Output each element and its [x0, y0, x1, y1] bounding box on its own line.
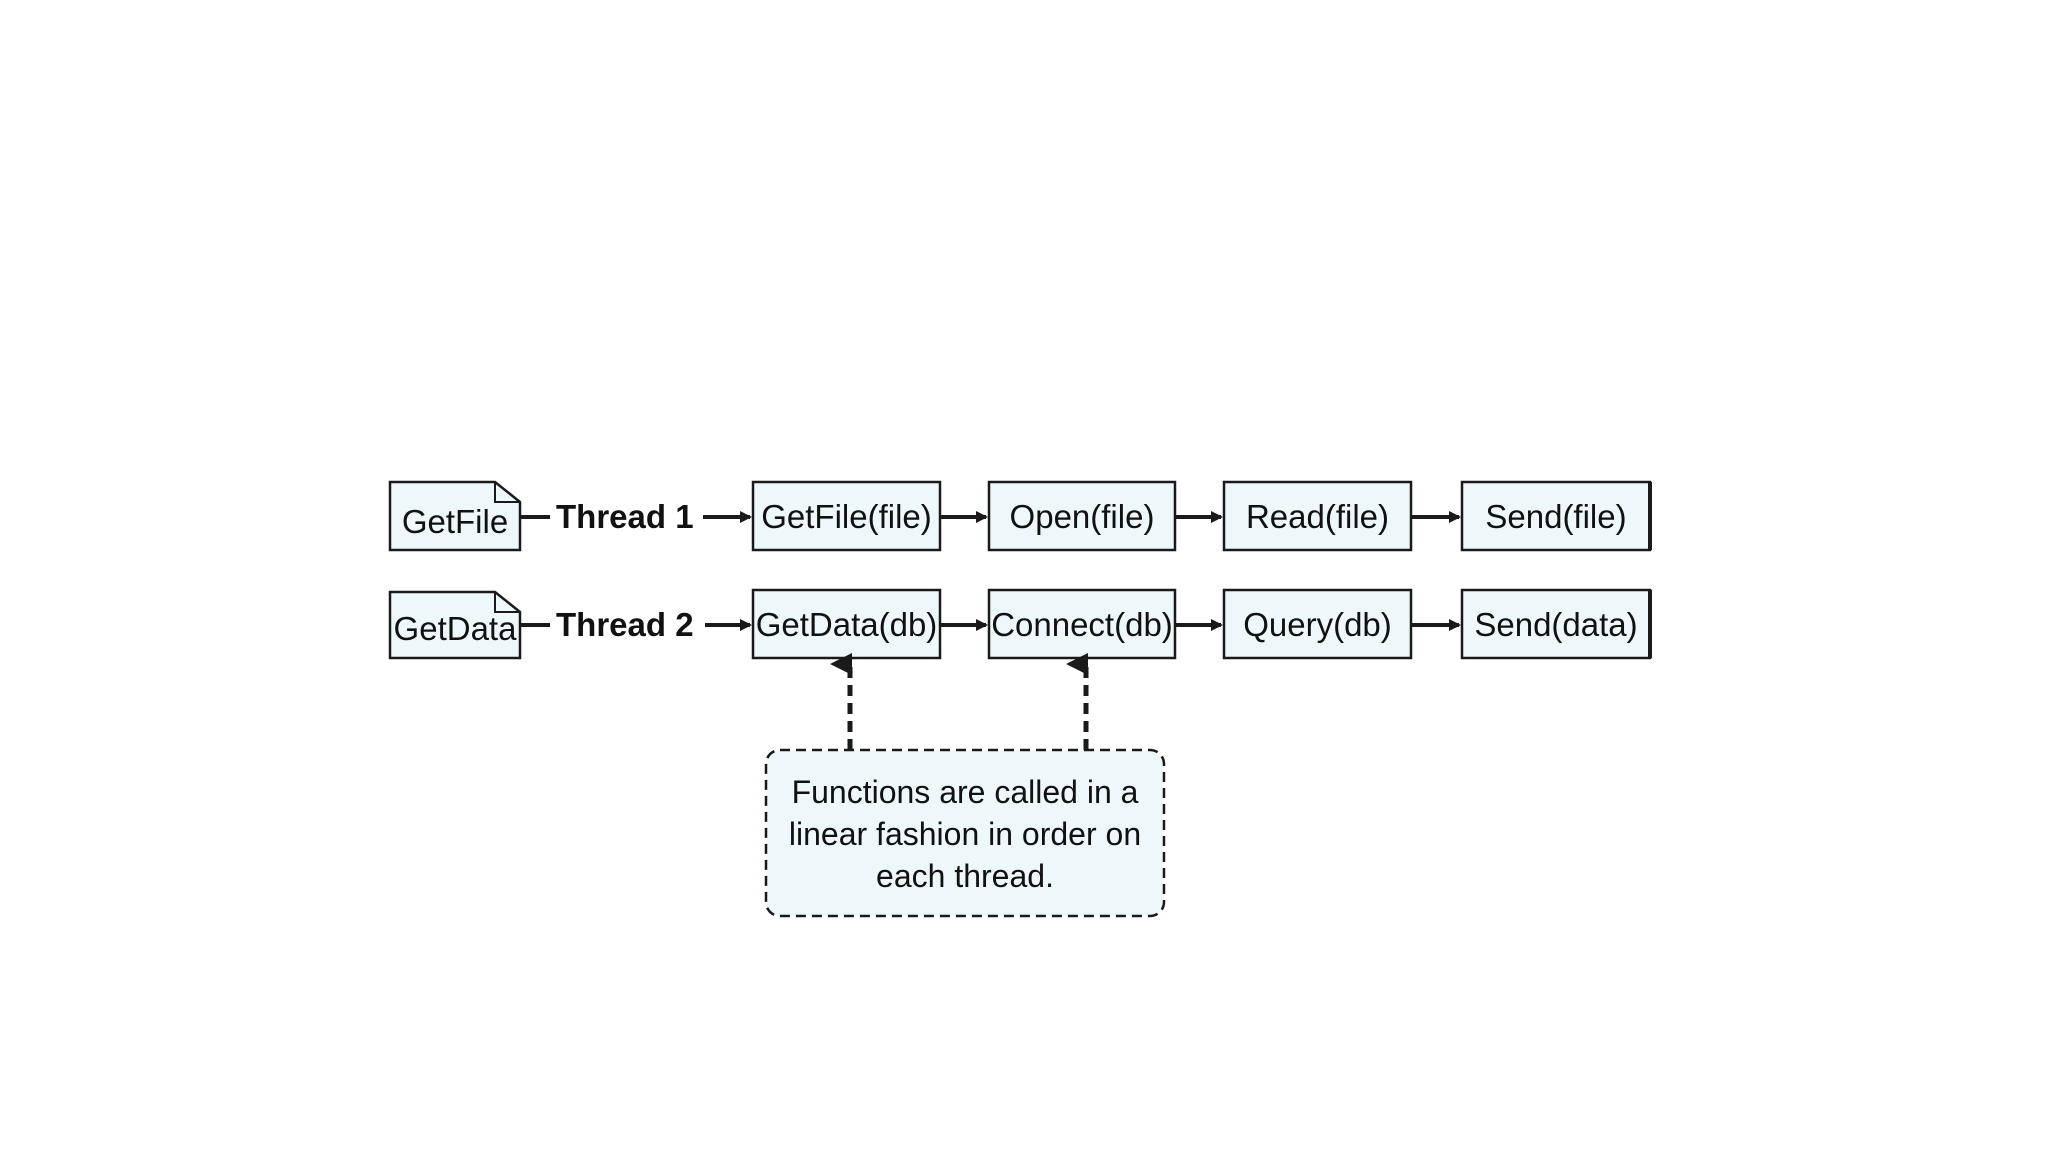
- function-label: Query(db): [1243, 606, 1392, 643]
- note-line-3: each thread.: [876, 858, 1054, 894]
- thread-row-1: GetFile Thread 1 GetFile(file) Open(file…: [388, 480, 1652, 552]
- function-box: [987, 588, 1177, 660]
- function-label: Read(file): [1246, 498, 1389, 535]
- note-line-2: linear fashion in order on: [789, 816, 1141, 852]
- page-fold-icon: [494, 482, 520, 503]
- document-getdata: GetData: [388, 590, 522, 660]
- document-icon: [388, 590, 522, 660]
- function-label: Open(file): [1010, 498, 1155, 535]
- document-label: GetFile: [402, 503, 508, 540]
- function-box: [1222, 480, 1413, 552]
- function-label: Connect(db): [991, 606, 1173, 643]
- document-label: GetData: [394, 610, 518, 647]
- note-callout: Functions are called in a linear fashion…: [764, 748, 1166, 918]
- note-box: [764, 748, 1166, 918]
- function-label: Send(file): [1485, 498, 1626, 535]
- page-fold-icon: [494, 592, 520, 613]
- document-icon: [388, 480, 522, 552]
- function-box: [751, 588, 942, 660]
- thread-label: Thread 1: [556, 498, 694, 535]
- function-label: GetData(db): [756, 606, 938, 643]
- note-line-1: Functions are called in a: [792, 774, 1139, 810]
- document-getfile: GetFile: [388, 480, 522, 552]
- function-box: [1460, 480, 1652, 552]
- function-label: Send(data): [1474, 606, 1637, 643]
- function-label: GetFile(file): [761, 498, 932, 535]
- function-box: [751, 480, 942, 552]
- function-box: [987, 480, 1177, 552]
- thread-row-2: GetData Thread 2 GetData(db) Connect(db)…: [388, 588, 1652, 660]
- thread-label: Thread 2: [556, 606, 694, 643]
